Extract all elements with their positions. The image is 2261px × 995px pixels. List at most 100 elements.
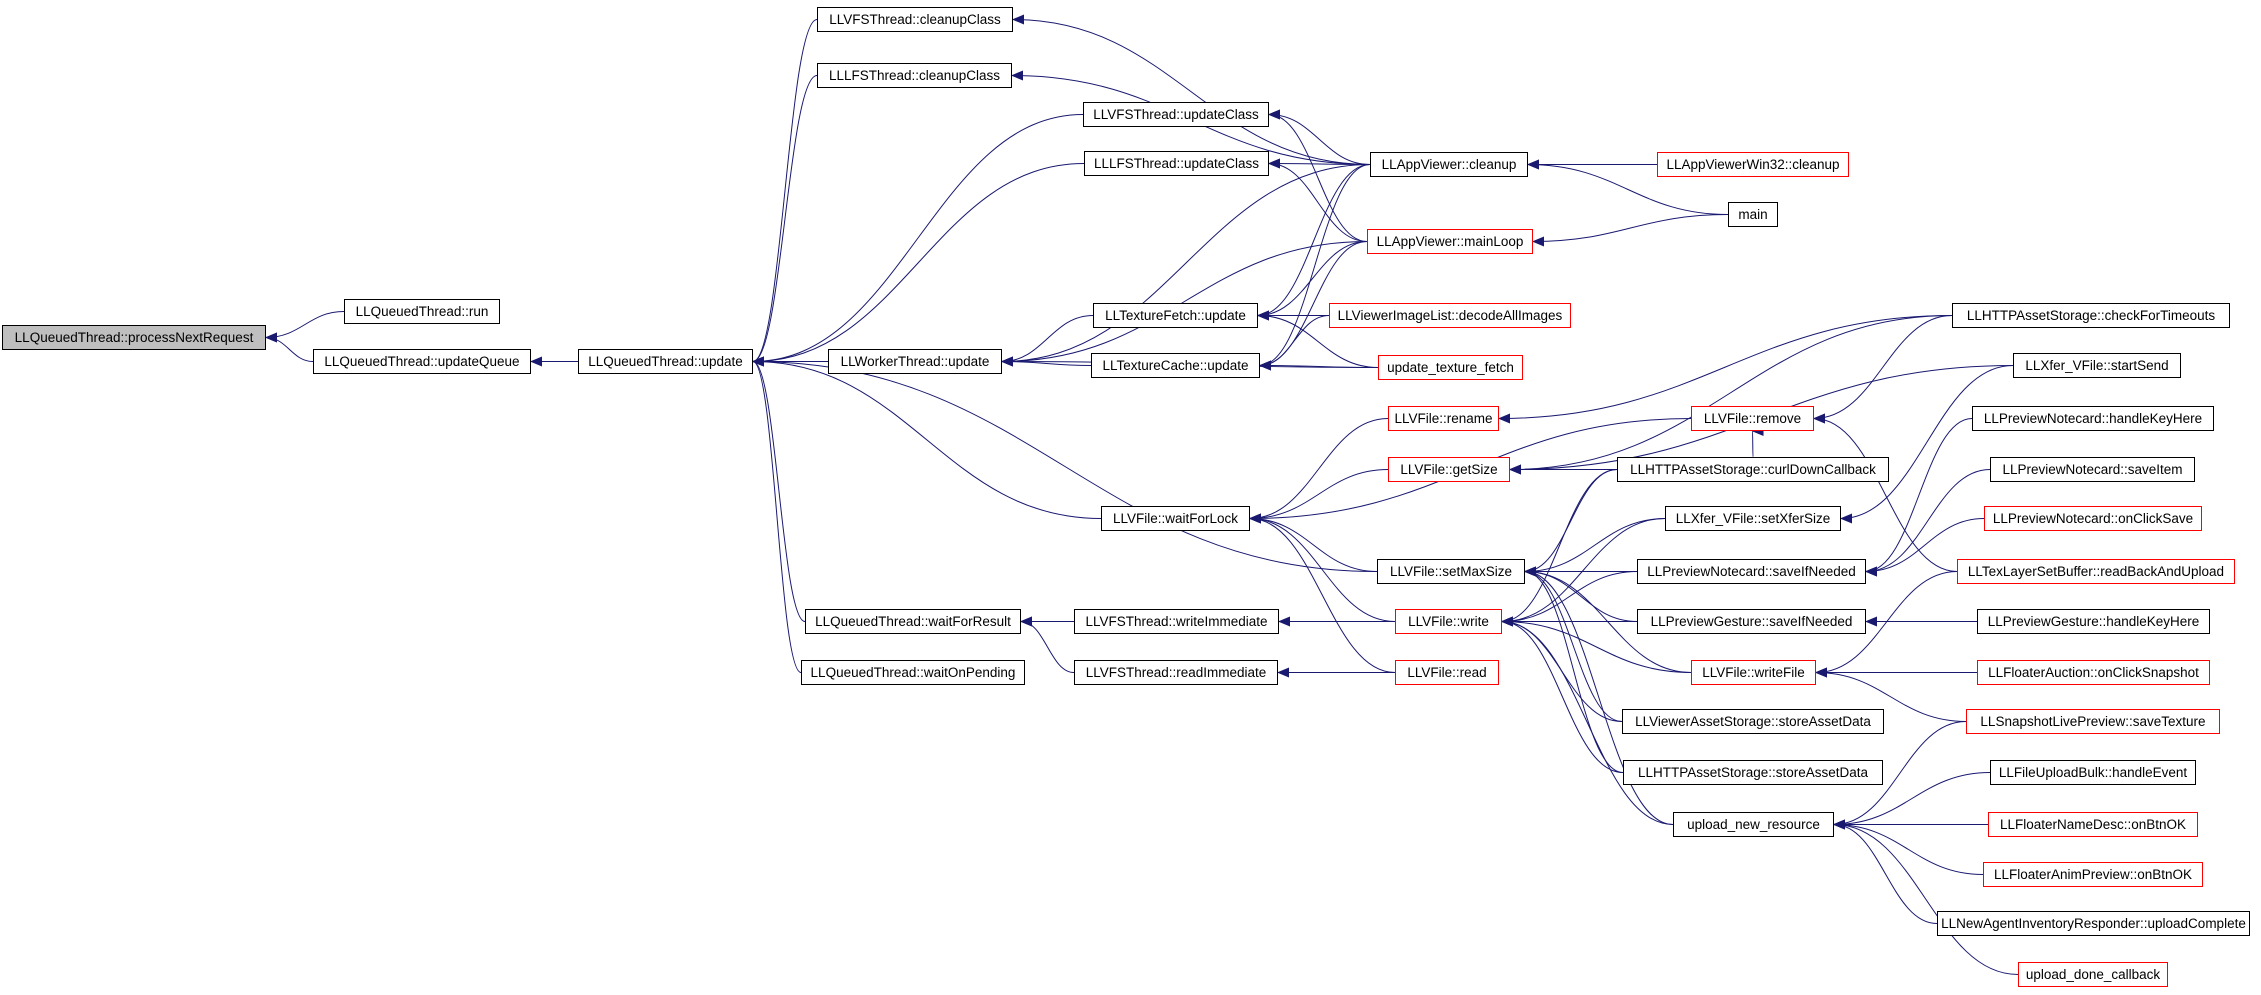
node-llqueuedthread-update[interactable]: LLQueuedThread::update	[578, 349, 753, 374]
node-llvfsthread-readimmediate[interactable]: LLVFSThread::readImmediate	[1074, 660, 1278, 685]
edge-mainloop-to-lfsupd	[1268, 158, 1368, 242]
node-llpreviewnotecard-onclicksave[interactable]: LLPreviewNotecard::onClickSave	[1984, 506, 2202, 531]
edge-setmax-to-waitlock	[1249, 513, 1378, 572]
edge-main-to-avclean	[1527, 159, 1729, 215]
node-llvfsthread-writeimmediate[interactable]: LLVFSThread::writeImmediate	[1074, 609, 1279, 634]
node-llfloaterauction-onclicksnapshot[interactable]: LLFloaterAuction::onClickSnapshot	[1977, 660, 2210, 685]
node-llvfile-writefile[interactable]: LLVFile::writeFile	[1691, 660, 1816, 685]
edge-snapsave-to-writefile	[1815, 667, 1967, 722]
node-llpreviewnotecard-saveitem[interactable]: LLPreviewNotecard::saveItem	[1990, 457, 2195, 482]
node-llvfsthread-updateclass[interactable]: LLVFSThread::updateClass	[1083, 102, 1269, 127]
edge-waitpend-to-upd	[752, 356, 802, 673]
edge-vfsupd-to-upd	[752, 114, 1084, 367]
edge-hstore-to-write	[1501, 616, 1624, 773]
node-llhttpassetstorage-curldowncallback[interactable]: LLHTTPAssetStorage::curlDownCallback	[1617, 457, 1889, 482]
edge-hstore-to-setmax	[1524, 566, 1624, 773]
edge-avclean-to-wupd	[1001, 164, 1371, 367]
node-lltexturefetch-update[interactable]: LLTextureFetch::update	[1093, 303, 1258, 328]
edge-snapsave-to-upload	[1833, 721, 1967, 830]
edge-updtex-to-texcache	[1259, 360, 1379, 371]
edge-setxfer-to-setmax	[1524, 518, 1666, 577]
node-lltexlayersetbuffer-readbackandupload[interactable]: LLTexLayerSetBuffer::readBackAndUpload	[1957, 559, 2235, 584]
edge-pnsave-to-pnsaveif	[1865, 469, 1991, 577]
node-llqueuedthread-waitforresult[interactable]: LLQueuedThread::waitForResult	[805, 609, 1021, 634]
edge-updq-to-root	[265, 332, 314, 362]
edge-texlayer-to-writefile	[1815, 571, 1958, 678]
edge-startsend-to-setxfer	[1840, 365, 2014, 524]
node-llqueuedthread-run[interactable]: LLQueuedThread::run	[344, 299, 500, 324]
node-llvfsthread-cleanupclass[interactable]: LLVFSThread::cleanupClass	[817, 7, 1013, 32]
node-lllfsthread-updateclass[interactable]: LLLFSThread::updateClass	[1084, 151, 1269, 176]
node-llappviewerwin32-cleanup[interactable]: LLAppViewerWin32::cleanup	[1657, 152, 1849, 177]
edge-writefile-to-write	[1501, 616, 1692, 673]
node-lllfsthread-cleanupclass[interactable]: LLLFSThread::cleanupClass	[817, 63, 1012, 88]
node-llnewagentinventoryresponder-uploadcomplete[interactable]: LLNewAgentInventoryResponder::uploadComp…	[1937, 911, 2250, 936]
edge-pnclick-to-pnsaveif	[1865, 518, 1985, 577]
node-llxfer-vfile-startsend[interactable]: LLXfer_VFile::startSend	[2013, 353, 2181, 378]
edge-lfsupd-to-upd	[752, 163, 1085, 367]
edge-updtex-to-texfetch	[1257, 310, 1379, 368]
edge-readimm-to-waitres	[1020, 616, 1075, 673]
node-llfileuploadbulk-handleevent[interactable]: LLFileUploadBulk::handleEvent	[1990, 760, 2196, 785]
edge-checkto-to-rename	[1498, 315, 1953, 424]
node-llfloateranimpreview-onbtnok[interactable]: LLFloaterAnimPreview::onBtnOK	[1983, 862, 2203, 887]
node-llqueuedthread-processnextrequest[interactable]: LLQueuedThread::processNextRequest	[2, 325, 266, 350]
edge-newagent-to-upload	[1833, 819, 1938, 924]
node-llpreviewgesture-saveifneeded[interactable]: LLPreviewGesture::saveIfNeeded	[1637, 609, 1866, 634]
edge-texlayer-to-remove	[1813, 413, 1958, 572]
edge-fanim-to-upload	[1833, 819, 1984, 875]
node-llfloaternamedesc-onbtnok[interactable]: LLFloaterNameDesc::onBtnOK	[1988, 812, 2198, 837]
node-llvfile-setmaxsize[interactable]: LLVFile::setMaxSize	[1377, 559, 1525, 584]
node-lltexturecache-update[interactable]: LLTextureCache::update	[1091, 353, 1260, 378]
node-llappviewer-cleanup[interactable]: LLAppViewer::cleanup	[1370, 152, 1528, 177]
edge-checkto-to-getsize	[1509, 315, 1953, 475]
edge-vfsclean-to-upd	[752, 19, 818, 367]
node-upload-done-callback[interactable]: upload_done_callback	[2018, 962, 2168, 987]
edge-decode-to-texcache	[1259, 315, 1330, 371]
node-llworkerthread-update[interactable]: LLWorkerThread::update	[828, 349, 1002, 374]
edge-avclean-to-vfsupd	[1268, 109, 1371, 165]
node-update-texture-fetch[interactable]: update_texture_fetch	[1378, 355, 1523, 380]
edge-pnkey-to-pnsaveif	[1865, 418, 1973, 577]
node-llviewerassetstorage-storeassetdata[interactable]: LLViewerAssetStorage::storeAssetData	[1622, 709, 1884, 734]
edge-waitres-to-upd	[752, 356, 806, 622]
node-llvfile-remove[interactable]: LLVFile::remove	[1691, 406, 1814, 431]
node-llappviewer-mainloop[interactable]: LLAppViewer::mainLoop	[1367, 229, 1533, 254]
node-llqueuedthread-updatequeue[interactable]: LLQueuedThread::updateQueue	[313, 349, 531, 374]
edge-setxfer-to-write	[1501, 518, 1666, 627]
edge-curldown-to-write	[1501, 469, 1618, 627]
edge-main-to-mainloop	[1532, 214, 1729, 247]
node-llvfile-write[interactable]: LLVFile::write	[1395, 609, 1502, 634]
edge-upload-to-setmax	[1524, 566, 1674, 825]
node-llvfile-getsize[interactable]: LLVFile::getSize	[1388, 457, 1510, 482]
edge-vstore-to-setmax	[1524, 566, 1623, 722]
node-llvfile-read[interactable]: LLVFile::read	[1395, 660, 1499, 685]
edge-curldown-to-setmax	[1524, 469, 1618, 577]
edge-getsize-to-waitlock	[1249, 469, 1389, 524]
edge-write-to-waitlock	[1249, 513, 1396, 622]
node-main[interactable]: main	[1728, 202, 1778, 227]
node-llqueuedthread-waitonpending[interactable]: LLQueuedThread::waitOnPending	[801, 660, 1025, 685]
node-llhttpassetstorage-storeassetdata[interactable]: LLHTTPAssetStorage::storeAssetData	[1623, 760, 1883, 785]
node-llpreviewnotecard-handlekeyhere[interactable]: LLPreviewNotecard::handleKeyHere	[1972, 406, 2214, 431]
edge-read-to-waitlock	[1249, 513, 1396, 673]
node-llvfile-rename[interactable]: LLVFile::rename	[1388, 406, 1499, 431]
edge-avclean-to-texfetch	[1257, 164, 1371, 321]
edge-waitlock-to-upd	[752, 356, 1102, 519]
edge-rename-to-waitlock	[1249, 418, 1389, 524]
node-llxfer-vfile-setxfersize[interactable]: LLXfer_VFile::setXferSize	[1665, 506, 1841, 531]
node-llviewerimagelist-decodeallimages[interactable]: LLViewerImageList::decodeAllImages	[1329, 303, 1571, 328]
node-llhttpassetstorage-checkfortimeouts[interactable]: LLHTTPAssetStorage::checkForTimeouts	[1952, 303, 2230, 328]
node-llpreviewgesture-handlekeyhere[interactable]: LLPreviewGesture::handleKeyHere	[1977, 609, 2210, 634]
edge-updone-to-upload	[1833, 819, 2019, 975]
node-llpreviewnotecard-saveifneeded[interactable]: LLPreviewNotecard::saveIfNeeded	[1637, 559, 1866, 584]
edge-avclean-to-texcache	[1259, 164, 1371, 371]
edge-mainloop-to-wupd	[1001, 241, 1368, 367]
node-upload-new-resource[interactable]: upload_new_resource	[1673, 812, 1834, 837]
edge-lfsclean-to-upd	[752, 75, 818, 367]
edge-mainloop-to-texfetch	[1257, 241, 1368, 321]
node-llsnapshotlivepreview-savetexture[interactable]: LLSnapshotLivePreview::saveTexture	[1966, 709, 2220, 734]
edge-setmax-to-upd	[752, 356, 1378, 572]
node-llvfile-waitforlock[interactable]: LLVFile::waitForLock	[1101, 506, 1250, 531]
